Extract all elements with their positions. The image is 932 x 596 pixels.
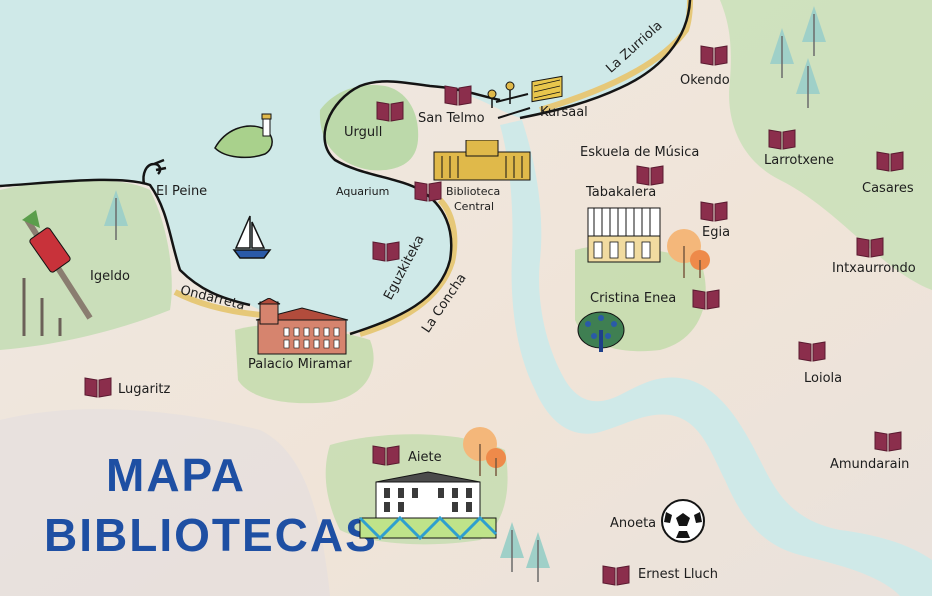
- place-label-intxaurrondo: Intxaurrondo: [832, 261, 916, 276]
- book-icon[interactable]: [444, 84, 472, 106]
- aiete-palace-icon: [358, 471, 498, 541]
- book-icon[interactable]: [636, 164, 664, 186]
- tabakalera-building-icon: [587, 207, 661, 263]
- pier-structure-icon: [487, 81, 515, 108]
- place-label-el-peine: El Peine: [156, 184, 208, 199]
- place-label-kursaal: Kursaal: [540, 105, 588, 120]
- book-icon[interactable]: [876, 150, 904, 172]
- book-icon[interactable]: [874, 430, 902, 452]
- river: [500, 120, 932, 596]
- library-building-icon: [433, 140, 531, 181]
- place-label-okendo: Okendo: [680, 73, 730, 88]
- map-title-line1: MAPA: [106, 449, 247, 501]
- lighthouse-icon: [261, 113, 272, 137]
- place-label-eskuela-de-musica: Eskuela de Música: [580, 145, 700, 160]
- place-label-igeldo: Igeldo: [90, 269, 130, 284]
- place-label-tabakalera: Tabakalera: [586, 185, 657, 200]
- book-icon[interactable]: [372, 444, 400, 466]
- coastline-west: [0, 178, 251, 307]
- book-icon[interactable]: [700, 200, 728, 222]
- book-icon[interactable]: [856, 236, 884, 258]
- coastline-east: [519, 0, 692, 120]
- sailboat-icon: [232, 215, 272, 259]
- autumn-tree-icon: [667, 229, 710, 278]
- place-label-urgull: Urgull: [344, 125, 383, 140]
- place-label-aquarium: Aquarium: [336, 185, 390, 198]
- tree-icon: [526, 532, 550, 582]
- peacock-icon: [577, 311, 625, 352]
- ondarreta-beach: [173, 289, 263, 318]
- kursaal-building-icon: [531, 75, 563, 103]
- tree-icon: [104, 190, 128, 240]
- place-label-palacio-miramar: Palacio Miramar: [248, 357, 352, 372]
- book-icon[interactable]: [768, 128, 796, 150]
- book-icon[interactable]: [372, 240, 400, 262]
- south-area: [0, 409, 330, 596]
- book-icon[interactable]: [700, 44, 728, 66]
- place-label-biblioteca-central-1: Biblioteca: [446, 185, 501, 198]
- soccer-ball-icon: [661, 499, 705, 543]
- book-icon[interactable]: [84, 376, 112, 398]
- book-icon[interactable]: [376, 100, 404, 122]
- place-label-san-telmo: San Telmo: [418, 111, 485, 126]
- place-label-lugaritz: Lugaritz: [118, 382, 171, 397]
- book-icon[interactable]: [414, 180, 442, 202]
- pier: [495, 93, 531, 119]
- concha-beach: [359, 197, 458, 337]
- place-label-larrotxene: Larrotxene: [764, 153, 834, 168]
- map-title-line2: BIBLIOTECAS: [44, 509, 378, 561]
- place-label-casares: Casares: [862, 181, 914, 196]
- book-icon[interactable]: [602, 564, 630, 586]
- place-label-anoeta: Anoeta: [610, 516, 657, 531]
- tree-icon: [796, 58, 820, 108]
- sculpture-icon: [142, 158, 167, 185]
- place-label-egia: Egia: [702, 225, 731, 240]
- northeast-park: [720, 0, 932, 290]
- place-label-aiete: Aiete: [408, 450, 442, 465]
- place-label-biblioteca-central-2: Central: [454, 200, 495, 213]
- place-label-ernest-lluch: Ernest Lluch: [638, 567, 719, 582]
- place-label-cristina-enea: Cristina Enea: [590, 291, 677, 306]
- tree-icon: [770, 28, 794, 78]
- autumn-tree-icon: [463, 427, 506, 476]
- coastline-bay: [323, 80, 501, 336]
- book-icon[interactable]: [798, 340, 826, 362]
- place-label-loiola: Loiola: [804, 371, 843, 386]
- palace-icon: [255, 298, 349, 355]
- island: [214, 125, 273, 159]
- place-label-amundarain: Amundarain: [830, 457, 910, 472]
- tree-icon: [500, 522, 524, 572]
- book-icon[interactable]: [692, 288, 720, 310]
- tree-icon: [802, 6, 826, 56]
- funicular-icon: [22, 210, 93, 336]
